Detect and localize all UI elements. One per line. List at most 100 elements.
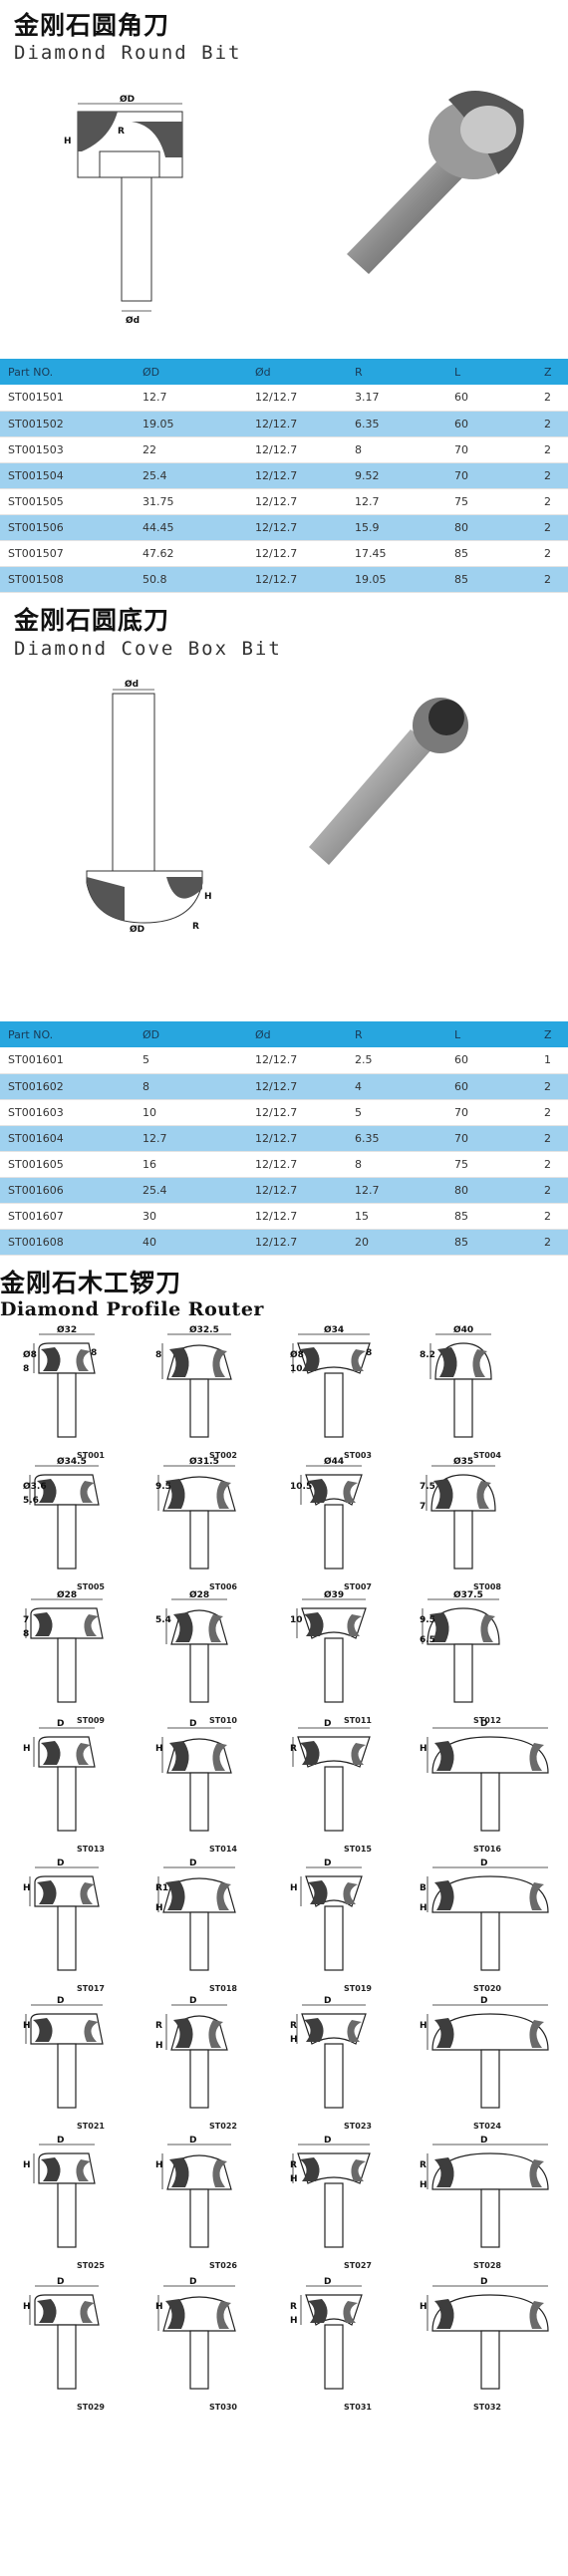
- bit-dimension-label: Ø28: [57, 1590, 77, 1600]
- table-cell: 85: [446, 1203, 536, 1230]
- bit-dimension-label: 6.5: [420, 1635, 435, 1645]
- table-cell: ST001502: [0, 411, 135, 437]
- router-bit-drawing: DH: [155, 1719, 232, 1832]
- table-cell: 85: [446, 1229, 536, 1256]
- bit-dimension-label: H: [290, 1883, 298, 1893]
- router-bit-drawing: Ø37.59.56.5: [420, 1589, 500, 1703]
- bit-dimension-label: 7.5: [420, 1482, 435, 1492]
- table-cell: 6.35: [347, 411, 446, 437]
- table-cell: ST001604: [0, 1125, 135, 1152]
- bit-dimension-label: D: [189, 1996, 196, 2006]
- round-bit-H-label: H: [64, 137, 72, 146]
- bit-dimension-label: Ø3.6: [23, 1481, 47, 1492]
- bit-dimension-label: 9.5: [155, 1482, 171, 1492]
- bit-dimension-label: 10: [290, 1364, 303, 1374]
- router-bit-drawing: Ø34.5Ø3.65.6: [23, 1456, 100, 1570]
- table-cell: ST001601: [0, 1047, 135, 1074]
- bit-code-label: ST003: [344, 1451, 372, 1460]
- bit-dimension-label: 10.5: [290, 1482, 312, 1492]
- column-header: R: [347, 1021, 446, 1047]
- bit-code-label: ST008: [473, 1582, 501, 1591]
- bit-dimension-label: Ø39: [324, 1590, 344, 1600]
- bit-dimension-label: H: [420, 2021, 427, 2031]
- router-bit-drawing: DH: [420, 1719, 549, 1832]
- bit-code-label: ST032: [473, 2403, 501, 2412]
- bit-dimension-label: R1: [155, 1883, 168, 1893]
- table-cell: 75: [446, 488, 536, 515]
- bit-dimension-label: H: [155, 2302, 163, 2312]
- bit-dimension-label: D: [57, 1859, 64, 1868]
- router-bit-drawing: DRH: [290, 2277, 363, 2390]
- table-cell: 60: [446, 385, 536, 412]
- bit-code-label: ST016: [473, 1845, 501, 1854]
- bit-dimension-label: D: [189, 2136, 196, 2146]
- bit-code-label: ST031: [344, 2403, 372, 2412]
- table-cell: 80: [446, 1177, 536, 1204]
- bit-dimension-label: Ø8: [23, 1349, 37, 1360]
- bit-code-label: ST023: [344, 2122, 372, 2131]
- column-header: Z: [536, 359, 568, 385]
- round-bit-d-label: Ød: [126, 315, 140, 326]
- bit-code-label: ST004: [473, 1451, 501, 1460]
- table-cell: 2: [536, 385, 568, 412]
- bit-code-label: ST017: [77, 1984, 105, 1993]
- table-cell: 2: [536, 514, 568, 541]
- table-cell: 50.8: [135, 566, 247, 593]
- table-cell: 2: [536, 1229, 568, 1256]
- bit-dimension-label: H: [23, 2160, 31, 2170]
- router-bit-drawing: Ø32.58: [155, 1324, 232, 1438]
- table-cell: 12.7: [135, 1125, 247, 1152]
- table-cell: 12/12.7: [247, 1229, 347, 1256]
- bit-dimension-label: Ø28: [189, 1590, 209, 1600]
- table-cell: 9.52: [347, 462, 446, 489]
- table-cell: 16: [135, 1151, 247, 1178]
- bit-code-label: ST025: [77, 2261, 105, 2270]
- table-cell: 80: [446, 514, 536, 541]
- section3-title-cn: 金刚石木工锣刀: [0, 1269, 182, 1297]
- router-bit-drawing: DH: [23, 1996, 104, 2109]
- round-bit-photo: [347, 91, 524, 274]
- round-bit-D-label: ØD: [120, 94, 135, 105]
- table-cell: 75: [446, 1151, 536, 1178]
- table-cell: 12.7: [135, 385, 247, 412]
- column-header: Part NO.: [0, 1021, 135, 1047]
- bit-dimension-label: D: [57, 1719, 64, 1729]
- table-cell: 31.75: [135, 488, 247, 515]
- table-cell: 12/12.7: [247, 1177, 347, 1204]
- bit-dimension-label: 5.4: [155, 1615, 171, 1625]
- bit-dimension-label: D: [480, 1996, 487, 2006]
- router-bit-drawing: DRH: [290, 1996, 367, 2109]
- bit-dimension-label: H: [290, 2035, 298, 2045]
- bit-dimension-label: H: [290, 2174, 298, 2184]
- table-cell: 12/12.7: [247, 566, 347, 593]
- bit-dimension-label: 8: [366, 1348, 372, 1358]
- bit-dimension-label: R: [290, 2021, 297, 2031]
- bit-code-label: ST007: [344, 1582, 372, 1591]
- bit-code-label: ST013: [77, 1845, 105, 1854]
- bit-code-label: ST021: [77, 2122, 105, 2131]
- section1-title-en: Diamond Round Bit: [14, 42, 242, 64]
- table-cell: 19.05: [135, 411, 247, 437]
- bit-code-label: ST002: [209, 1451, 237, 1460]
- bit-dimension-label: Ø34.5: [57, 1457, 87, 1467]
- bit-dimension-label: Ø44: [324, 1457, 344, 1467]
- table-cell: ST001602: [0, 1073, 135, 1100]
- bit-dimension-label: R: [290, 1744, 297, 1754]
